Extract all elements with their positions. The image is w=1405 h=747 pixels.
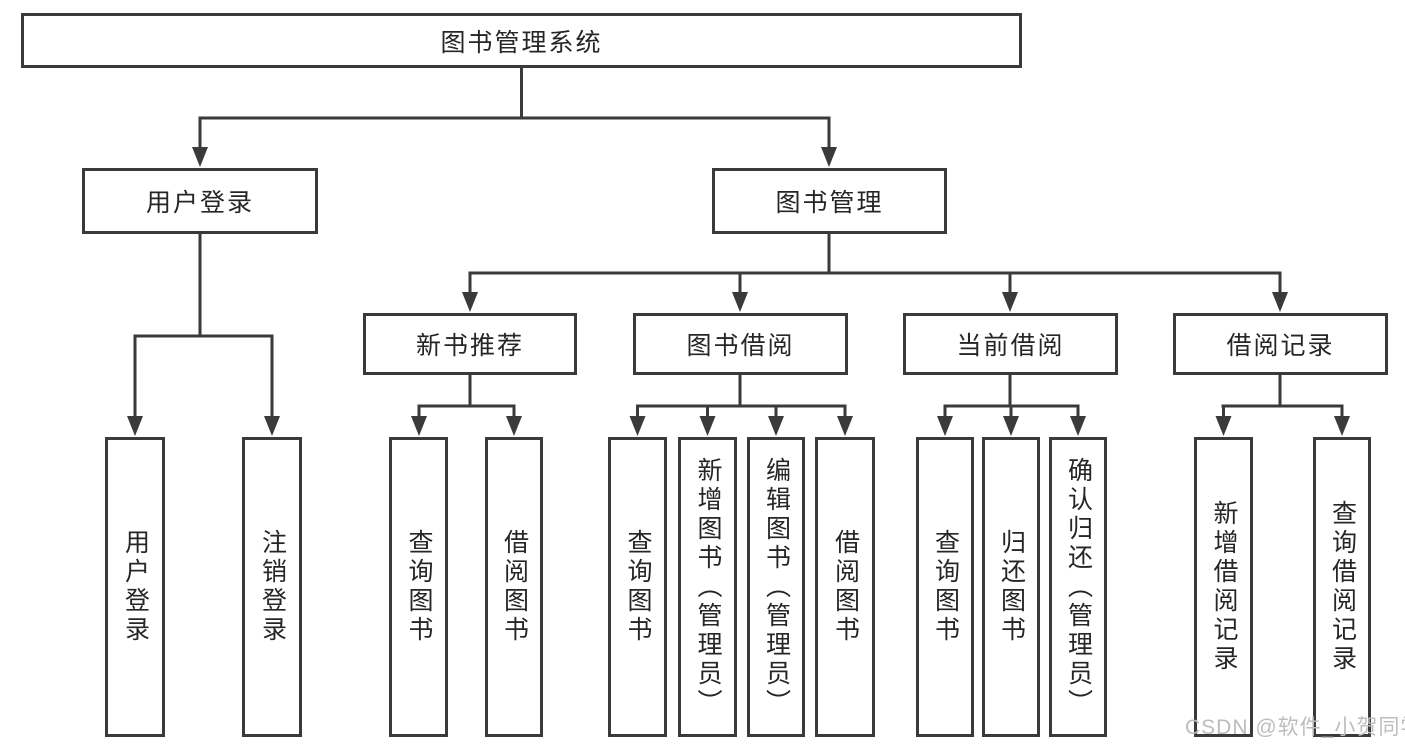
leaf-borrow-books: 借阅图书 [815,437,875,737]
node-user-login-label: 用户登录 [145,189,254,217]
connector-records [1215,375,1350,436]
leaf-query-books-borrow: 查询图书 [608,437,667,737]
node-current-borrow: 当前借阅 [903,313,1118,375]
node-current-borrow-label: 当前借阅 [956,332,1065,360]
leaf-return-books-label: 归还图书 [997,529,1026,645]
leaf-query-books-current: 查询图书 [916,437,974,737]
leaf-query-borrow-record-label: 查询借阅记录 [1328,500,1357,674]
connector-user-login [127,234,280,436]
leaf-add-books-admin: 新增图书（管理员） [678,437,737,737]
leaf-add-books-admin-label: 新增图书（管理员） [694,456,722,718]
leaf-edit-books-admin-label: 编辑图书（管理员） [762,456,791,718]
node-book-borrow-label: 图书借阅 [686,332,795,360]
node-book-borrow: 图书借阅 [633,313,848,375]
leaf-user-login-label: 用户登录 [121,529,150,645]
leaf-confirm-return-admin: 确认归还（管理员） [1049,437,1107,737]
leaf-query-books-recommend-label: 查询图书 [405,529,433,645]
node-new-book-recommend: 新书推荐 [363,313,577,375]
leaf-add-borrow-record-label: 新增借阅记录 [1210,500,1238,674]
node-root-label: 图书管理系统 [440,28,603,57]
node-user-login: 用户登录 [82,168,318,234]
leaf-query-books-recommend: 查询图书 [389,437,448,737]
leaf-logout: 注销登录 [242,437,302,737]
leaf-query-borrow-record: 查询借阅记录 [1313,437,1371,737]
leaf-query-books-current-label: 查询图书 [931,529,960,645]
node-book-management: 图书管理 [712,168,947,234]
node-borrow-records-label: 借阅记录 [1226,332,1335,360]
leaf-query-books-borrow-label: 查询图书 [624,529,652,645]
leaf-borrow-books-recommend-label: 借阅图书 [500,529,529,645]
node-new-book-recommend-label: 新书推荐 [415,332,524,360]
leaf-return-books: 归还图书 [982,437,1040,737]
connector-root [192,68,837,167]
leaf-edit-books-admin: 编辑图书（管理员） [747,437,805,737]
leaf-borrow-books-label: 借阅图书 [831,529,860,645]
connector-borrow [629,375,853,436]
leaf-logout-label: 注销登录 [258,529,287,645]
connector-new-books [411,375,522,436]
connector-book-management [462,234,1288,312]
node-root: 图书管理系统 [21,13,1022,68]
node-book-management-label: 图书管理 [775,189,884,217]
csdn-watermark: CSDN @软件_小贺同学 [1185,716,1405,739]
leaf-confirm-return-admin-label: 确认归还（管理员） [1064,456,1093,718]
leaf-user-login: 用户登录 [105,437,165,737]
leaf-borrow-books-recommend: 借阅图书 [485,437,543,737]
node-borrow-records: 借阅记录 [1173,313,1388,375]
leaf-add-borrow-record: 新增借阅记录 [1194,437,1253,737]
connector-current [937,375,1086,436]
